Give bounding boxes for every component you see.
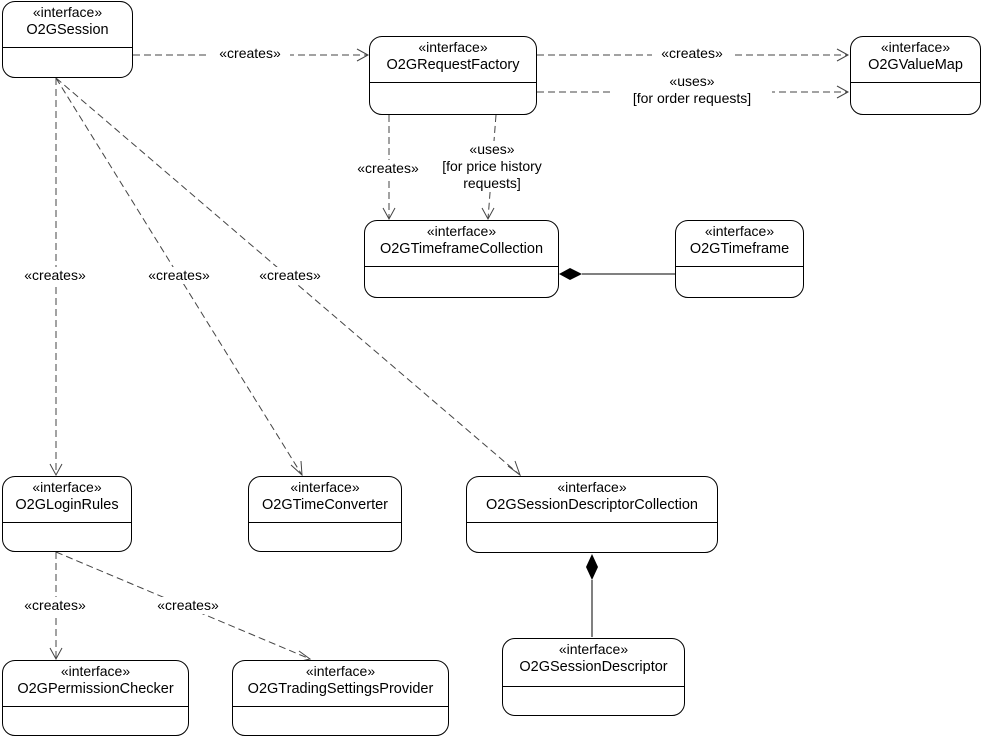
arrowhead <box>836 85 850 99</box>
label-session-loginrules: «creates» <box>15 267 95 284</box>
stereotype-label: «interface» <box>418 39 488 55</box>
stereotype-label: «interface» <box>880 39 951 55</box>
label-factory-tfcollection-creates: «creates» <box>345 160 431 177</box>
node-name: O2GTimeframe <box>689 241 790 257</box>
node-name: O2GTimeConverter <box>262 497 388 513</box>
node-o2gloginrules: «interface» O2GLoginRules <box>2 476 132 552</box>
label-loginrules-permission: «creates» <box>15 597 95 614</box>
node-o2gtimeconverter: «interface» O2GTimeConverter <box>248 476 402 552</box>
composition-diamond-descriptor <box>586 554 598 580</box>
stereotype-label: «interface» <box>704 223 775 239</box>
arrowhead <box>481 207 495 221</box>
node-o2gvaluemap: «interface» O2GValueMap <box>850 36 981 115</box>
arrowhead <box>836 48 850 62</box>
node-o2gpermissionchecker: «interface» O2GPermissionChecker <box>2 660 189 736</box>
node-name: O2GRequestFactory <box>386 57 520 73</box>
node-name: O2GSessionDescriptorCollection <box>486 497 698 513</box>
node-name: O2GSession <box>26 22 109 38</box>
edge-factory-tfcollection-uses <box>487 114 497 220</box>
label-factory-valuemap-uses: «uses» [for order requests] <box>612 73 772 107</box>
arrowhead <box>290 460 303 477</box>
node-o2gsessiondescriptor: «interface» O2GSessionDescriptor <box>502 638 685 716</box>
label-session-factory: «creates» <box>210 45 290 62</box>
stereotype-label: «interface» <box>557 479 627 495</box>
node-name: O2GValueMap <box>868 57 963 73</box>
stereotype-label: «interface» <box>290 479 360 495</box>
node-name: O2GLoginRules <box>15 497 119 513</box>
stereotype-label: «interface» <box>305 663 376 679</box>
node-name: O2GSessionDescriptor <box>519 659 668 675</box>
label-session-timeconverter: «creates» <box>139 267 219 284</box>
label-factory-valuemap-creates: «creates» <box>652 45 732 62</box>
node-o2gtradingsettingsprovider: «interface» O2GTradingSettingsProvider <box>232 660 449 736</box>
arrowhead <box>49 463 63 477</box>
node-o2gsession: «interface» O2GSession <box>2 1 133 78</box>
stereotype-label: «interface» <box>32 4 103 20</box>
arrowhead <box>356 48 370 62</box>
stereotype-label: «interface» <box>32 479 102 495</box>
edge-session-sdcollection <box>55 77 521 476</box>
label-factory-tfcollection-uses: «uses» [for price history requests] <box>426 141 558 192</box>
stereotype-label: «interface» <box>558 641 629 657</box>
node-name: O2GTradingSettingsProvider <box>247 681 434 697</box>
label-session-sdcollection: «creates» <box>250 267 330 284</box>
node-name: O2GTimeframeCollection <box>379 241 544 257</box>
stereotype-label: «interface» <box>426 223 497 239</box>
composition-diamond-timeframe <box>559 268 582 280</box>
label-loginrules-trading: «creates» <box>148 597 228 614</box>
stereotype-label: «interface» <box>60 663 131 679</box>
node-o2gsessiondescriptorcollection: «interface» O2GSessionDescriptorCollectio… <box>466 476 718 553</box>
arrowhead <box>49 647 63 661</box>
node-name: O2GPermissionChecker <box>17 681 174 697</box>
arrowhead <box>382 207 396 221</box>
node-o2gtimeframecollection: «interface» O2GTimeframeCollection <box>364 220 559 298</box>
node-o2grequestfactory: «interface» O2GRequestFactory <box>369 36 537 115</box>
arrowhead <box>507 460 522 477</box>
node-o2gtimeframe: «interface» O2GTimeframe <box>675 220 804 298</box>
